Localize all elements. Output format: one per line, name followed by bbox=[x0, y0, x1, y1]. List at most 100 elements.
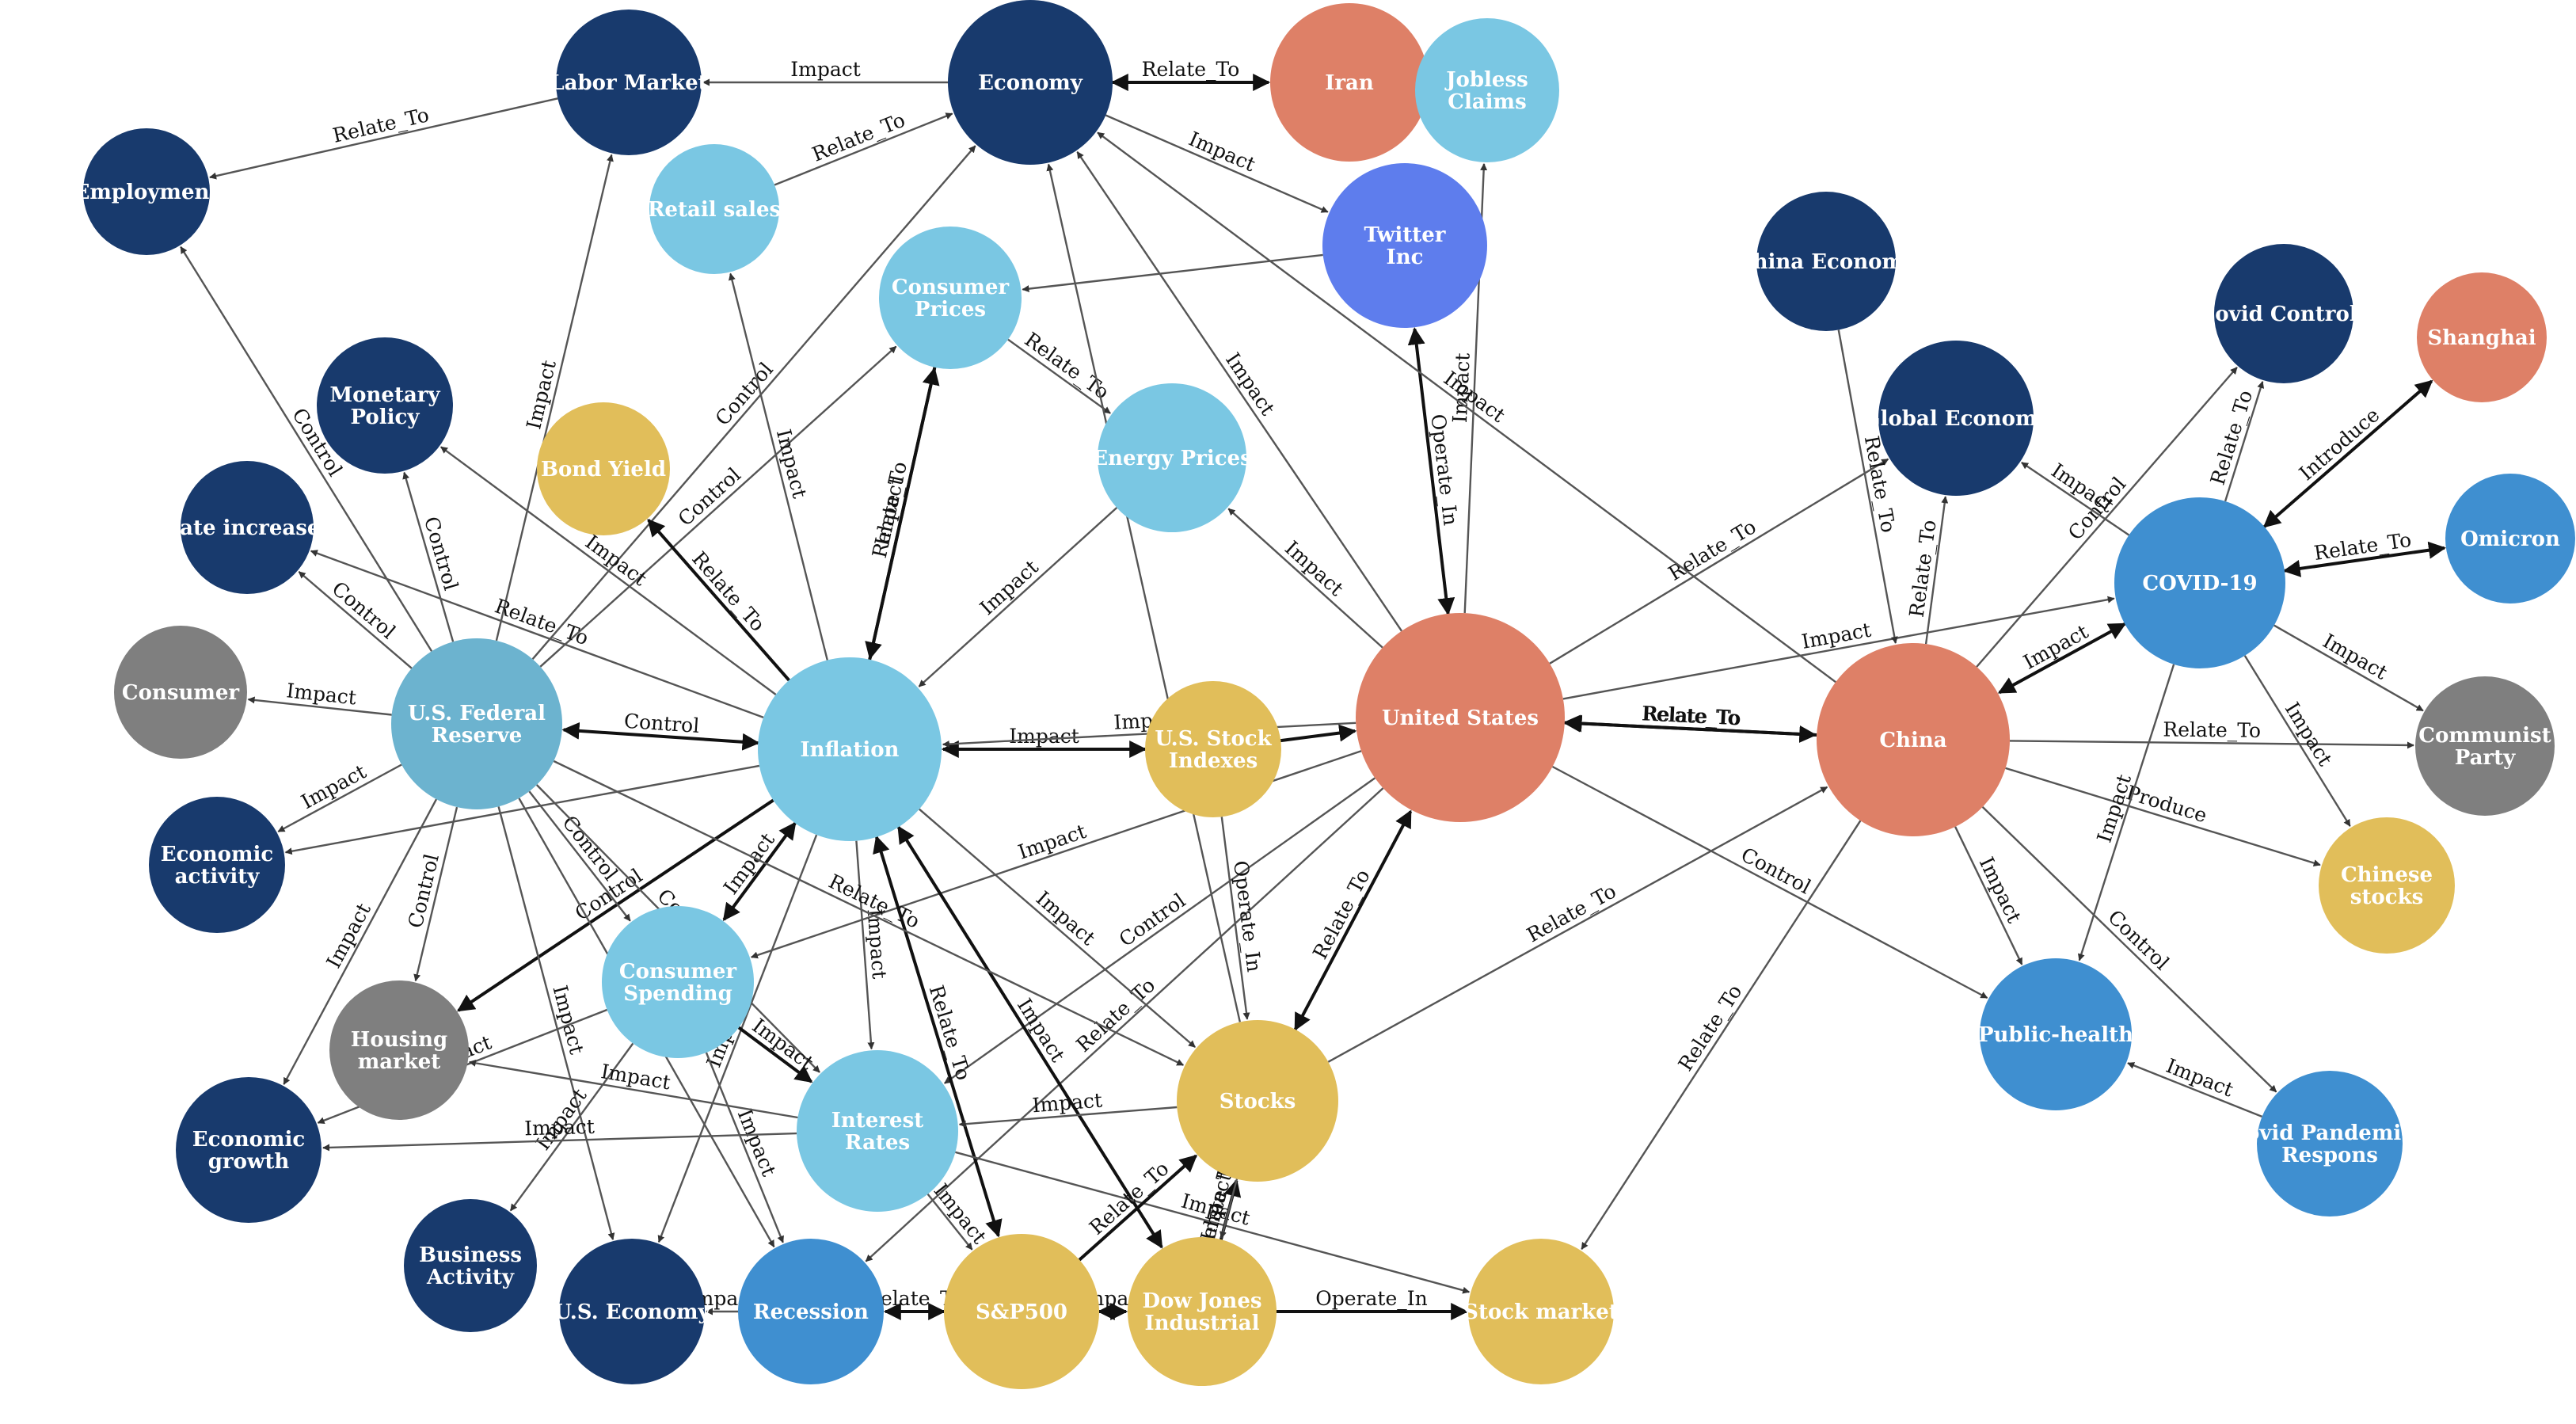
node-circle[interactable] bbox=[1980, 958, 2132, 1110]
node-label: COVID-19 bbox=[2142, 572, 2257, 596]
edge-label: Impact bbox=[930, 1179, 991, 1248]
node-retail-sales[interactable]: Retail sales bbox=[648, 144, 781, 274]
node-labor-market[interactable]: Labor Market bbox=[550, 10, 708, 155]
node-consumer[interactable]: Consumer bbox=[114, 626, 247, 759]
node-united-states[interactable]: United States bbox=[1356, 613, 1565, 822]
edge-line bbox=[774, 112, 953, 186]
node-circle[interactable] bbox=[537, 402, 670, 535]
node-circle[interactable] bbox=[329, 980, 469, 1120]
node-employment[interactable]: Employment bbox=[74, 128, 219, 255]
node-circle[interactable] bbox=[738, 1239, 884, 1384]
node-circle[interactable] bbox=[114, 626, 247, 759]
node-label: China Economy bbox=[1737, 250, 1916, 274]
edge-line bbox=[495, 154, 614, 642]
node-label: ovid Pandemic bbox=[2246, 1121, 2414, 1145]
edge-line bbox=[1076, 151, 1402, 632]
node-stock-market[interactable]: Stock market bbox=[1463, 1239, 1619, 1384]
node-circle[interactable] bbox=[1145, 681, 1281, 817]
edge-label: Relate_To bbox=[1071, 973, 1159, 1057]
node-circle[interactable] bbox=[2257, 1071, 2403, 1216]
node-circle[interactable] bbox=[404, 1199, 537, 1332]
node-energy-prices[interactable]: Energy Prices bbox=[1092, 383, 1252, 532]
node-circle[interactable] bbox=[1270, 3, 1429, 162]
node-circle[interactable] bbox=[879, 227, 1022, 369]
node-circle[interactable] bbox=[944, 1234, 1099, 1389]
node-circle[interactable] bbox=[391, 638, 562, 809]
node-circle[interactable] bbox=[1415, 18, 1559, 162]
node-shanghai[interactable]: Shanghai bbox=[2417, 272, 2547, 402]
node-global-economy[interactable]: Global Economy bbox=[1863, 341, 2050, 496]
node-circle[interactable] bbox=[1128, 1237, 1277, 1386]
node-circle[interactable] bbox=[948, 0, 1113, 165]
node-circle[interactable] bbox=[559, 1239, 705, 1384]
node-public-health[interactable]: Public-health bbox=[1978, 958, 2133, 1110]
node-circle[interactable] bbox=[1356, 613, 1565, 822]
node-circle[interactable] bbox=[2415, 676, 2555, 816]
node-circle[interactable] bbox=[1177, 1020, 1338, 1182]
edge-stocks-to-economy bbox=[1046, 163, 1241, 1022]
node-stocks[interactable]: Stocks bbox=[1177, 1020, 1338, 1182]
node-circle[interactable] bbox=[1468, 1239, 1614, 1384]
node-circle[interactable] bbox=[1878, 341, 2034, 496]
node-circle[interactable] bbox=[181, 461, 314, 594]
node-circle[interactable] bbox=[1322, 163, 1487, 328]
node-circle[interactable] bbox=[797, 1050, 958, 1212]
node-circle[interactable] bbox=[2114, 497, 2285, 668]
node-china-economy[interactable]: China Economy bbox=[1737, 192, 1916, 331]
node-label: Stocks bbox=[1220, 1090, 1296, 1114]
node-label: Housing bbox=[351, 1028, 447, 1052]
node-circle[interactable] bbox=[317, 337, 453, 474]
node-circle[interactable] bbox=[176, 1077, 322, 1223]
node-omicron[interactable]: Omicron bbox=[2445, 474, 2575, 603]
node-china[interactable]: China bbox=[1817, 643, 2010, 836]
node-inflation[interactable]: Inflation bbox=[758, 657, 942, 841]
node-circle[interactable] bbox=[556, 10, 702, 155]
node-circle[interactable] bbox=[1756, 192, 1896, 331]
node-covid-controls[interactable]: Covid Controls bbox=[2199, 244, 2369, 383]
node-circle[interactable] bbox=[2445, 474, 2575, 603]
node-circle[interactable] bbox=[2214, 244, 2353, 383]
node-bond-yield[interactable]: Bond Yield bbox=[537, 402, 670, 535]
node-circle[interactable] bbox=[602, 906, 754, 1058]
node-circle[interactable] bbox=[1098, 383, 1246, 532]
edge-covid-19-to-communist-party: Impact bbox=[2274, 624, 2424, 712]
node-label: S&P500 bbox=[976, 1300, 1067, 1324]
node-circle[interactable] bbox=[758, 657, 942, 841]
node-circle[interactable] bbox=[2319, 817, 2455, 954]
edge-covid-19-to-china: Impact bbox=[1997, 620, 2127, 695]
node-sp500[interactable]: S&P500 bbox=[944, 1234, 1099, 1389]
edge-label: Impact bbox=[2163, 1054, 2236, 1102]
node-label: Economic bbox=[192, 1128, 305, 1152]
edge-line bbox=[1293, 809, 1413, 1031]
edge-line bbox=[440, 446, 777, 695]
node-circle[interactable] bbox=[1817, 643, 2010, 836]
node-label: Consumer bbox=[122, 681, 240, 705]
node-covid-19[interactable]: COVID-19 bbox=[2114, 497, 2285, 668]
node-circle[interactable] bbox=[2417, 272, 2547, 402]
node-us-economy[interactable]: U.S. Economy bbox=[554, 1239, 710, 1384]
node-economy[interactable]: Economy bbox=[948, 0, 1113, 165]
node-rate-increases[interactable]: Rate increases bbox=[162, 461, 332, 594]
node-recession[interactable]: Recession bbox=[738, 1239, 884, 1384]
node-circle[interactable] bbox=[649, 144, 779, 274]
node-iran[interactable]: Iran bbox=[1270, 3, 1429, 162]
node-circle[interactable] bbox=[149, 797, 285, 933]
edge-line bbox=[247, 696, 392, 716]
node-circle[interactable] bbox=[83, 128, 210, 255]
